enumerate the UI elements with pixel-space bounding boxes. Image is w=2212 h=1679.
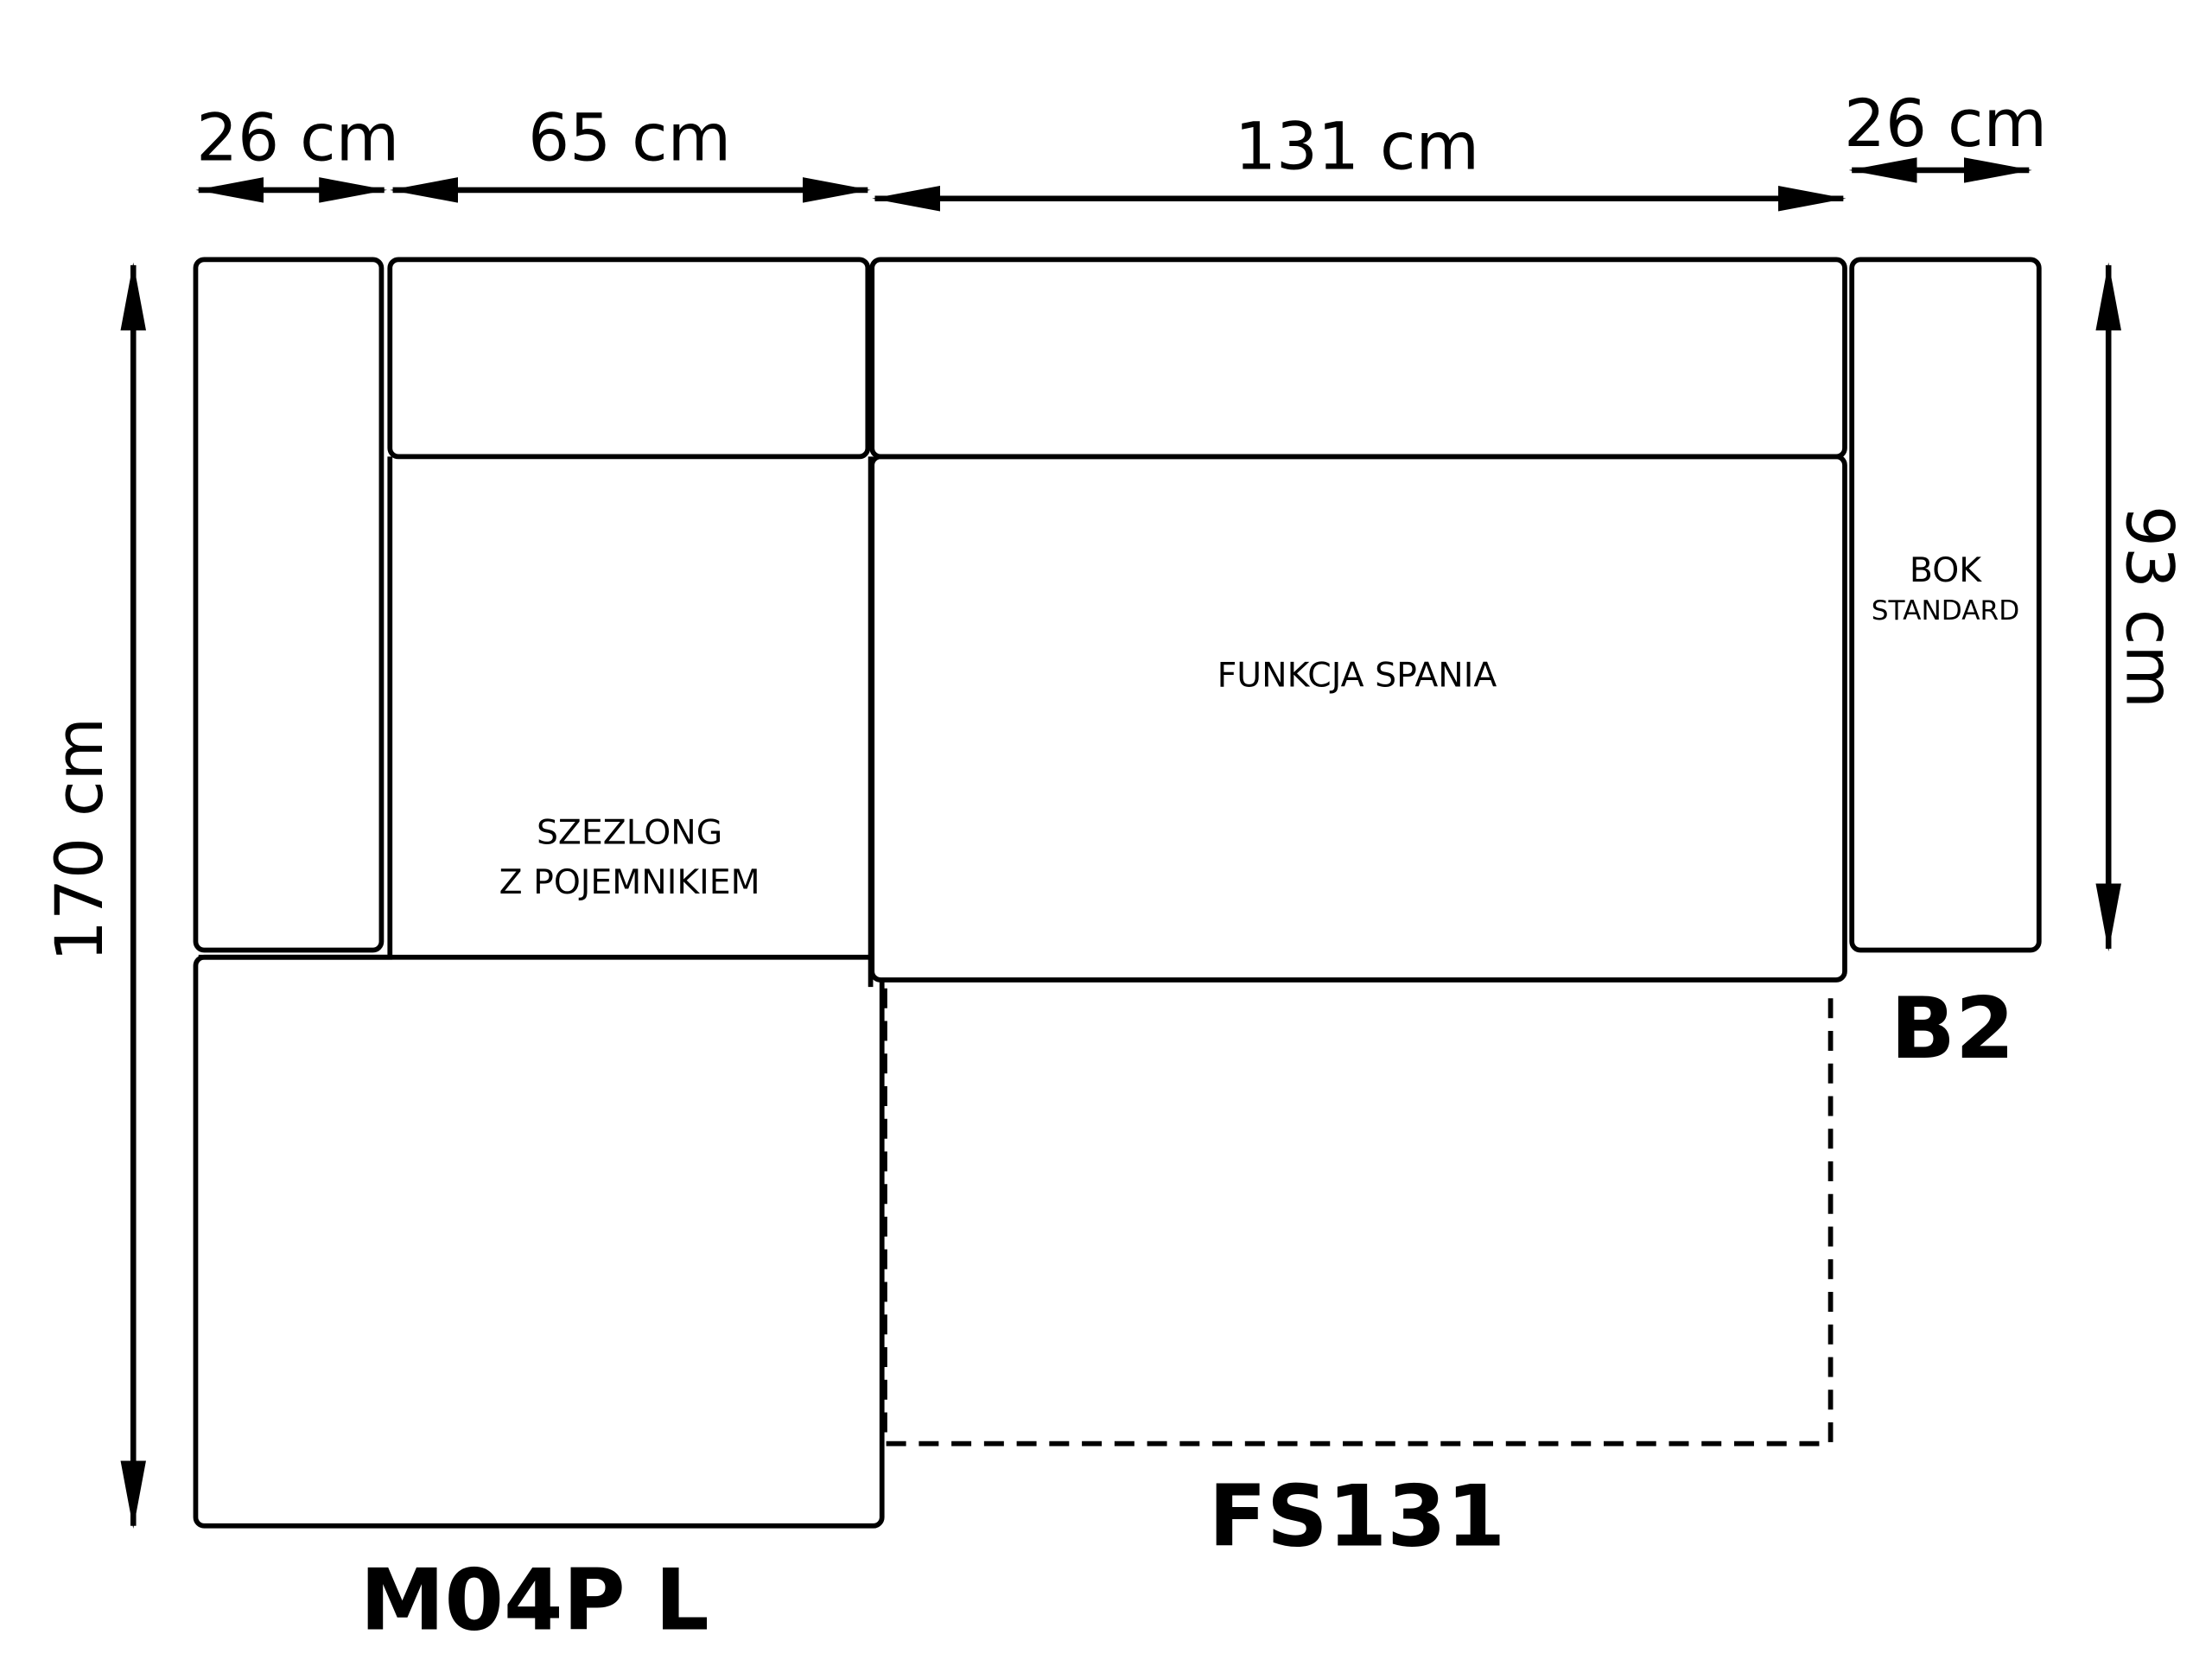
sleeping-code: FS131 (1209, 1468, 1506, 1567)
armrest-label-line2: STANDARD (1872, 595, 2019, 626)
dimension-chaise: 65 cm (528, 99, 731, 175)
chaise-label-line1: SZEZLONG (537, 812, 722, 852)
armrest-code: B2 (1891, 980, 2015, 1078)
chaise-armrest (193, 257, 385, 953)
dimension-total-depth: 170 cm (41, 717, 118, 962)
sleeping-backrest (869, 257, 1847, 460)
chaise-label-line2: Z POJEMNIKIEM (499, 862, 760, 902)
chaise-code: M04P L (360, 1552, 709, 1650)
dimension-module-depth: 93 cm (2112, 506, 2188, 709)
dimension-left-armrest: 26 cm (196, 99, 399, 175)
chaise-module: SZEZLONG Z POJEMNIKIEM (193, 257, 885, 1529)
sleeping-module: FUNKCJA SPANIA (869, 257, 1847, 1447)
sleeping-label: FUNKCJA SPANIA (1217, 655, 1497, 695)
armrest-label-line1: BOK (1910, 550, 1982, 590)
armrest-module: BOK STANDARD (1849, 257, 2042, 953)
dimension-right-armrest: 26 cm (1844, 86, 2047, 162)
chaise-backrest (387, 257, 871, 460)
dimension-sleeping: 131 cm (1235, 108, 1479, 184)
sleeping-seat (869, 454, 1847, 983)
sleeping-extension-outline (882, 988, 1834, 1447)
